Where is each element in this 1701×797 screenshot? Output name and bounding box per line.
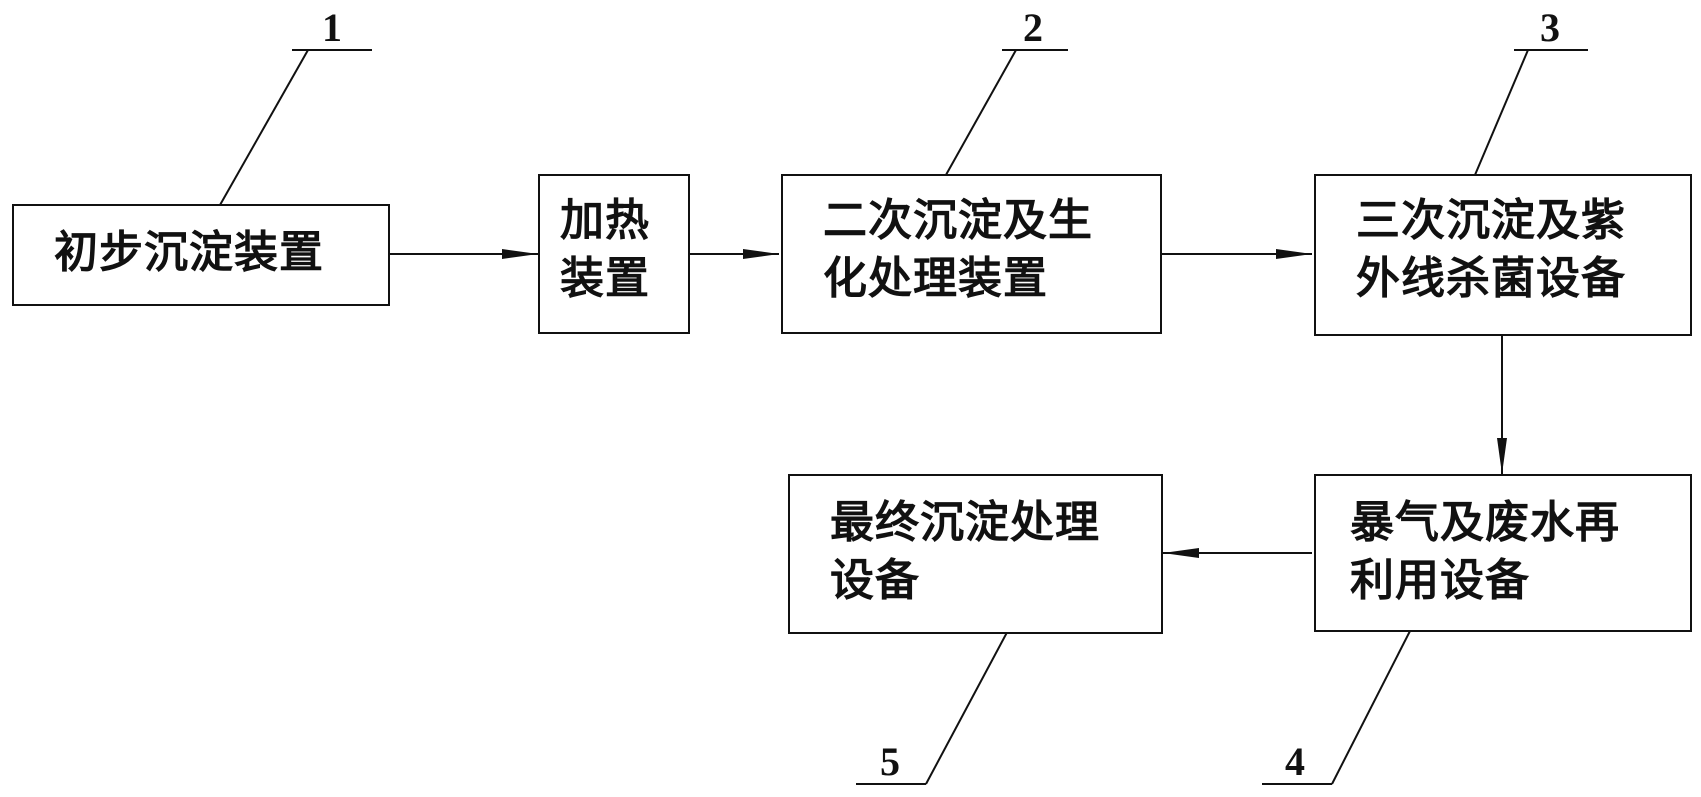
callout-leader-5	[856, 622, 1013, 785]
node-heating: 加热 装置	[538, 174, 690, 334]
node-label-line: 暴气及废水再	[1350, 497, 1620, 548]
callout-leader-3	[1471, 49, 1588, 183]
callout-number-1: 1	[322, 5, 342, 50]
node-label-line: 装置	[560, 253, 650, 304]
callout-number-5: 5	[880, 739, 900, 784]
node-label-line: 最终沉淀处理	[830, 497, 1100, 548]
node-label-line: 化处理装置	[823, 253, 1048, 304]
node-aeration-reuse: 暴气及废水再 利用设备	[1314, 474, 1692, 632]
callout-number-2: 2	[1023, 5, 1043, 50]
callout-leader-4	[1262, 630, 1411, 785]
node-label-line: 外线杀菌设备	[1356, 253, 1626, 304]
callout-number-4: 4	[1285, 739, 1305, 784]
node-label-line: 初步沉淀装置	[54, 227, 324, 278]
node-label-line: 三次沉淀及紫	[1356, 195, 1626, 246]
node-label-line: 设备	[830, 555, 920, 606]
callout-leader-2	[941, 49, 1068, 183]
node-initial-sedimentation: 初步沉淀装置	[12, 204, 390, 306]
node-label-line: 利用设备	[1350, 555, 1530, 606]
callout-leader-1	[219, 49, 372, 206]
node-tertiary-sedimentation-uv: 三次沉淀及紫 外线杀菌设备	[1314, 174, 1692, 336]
node-secondary-sedimentation-biochem: 二次沉淀及生 化处理装置	[781, 174, 1162, 334]
callout-number-3: 3	[1540, 5, 1560, 50]
node-final-sedimentation: 最终沉淀处理 设备	[788, 474, 1163, 634]
node-label-line: 加热	[560, 195, 650, 246]
node-label-line: 二次沉淀及生	[823, 195, 1093, 246]
